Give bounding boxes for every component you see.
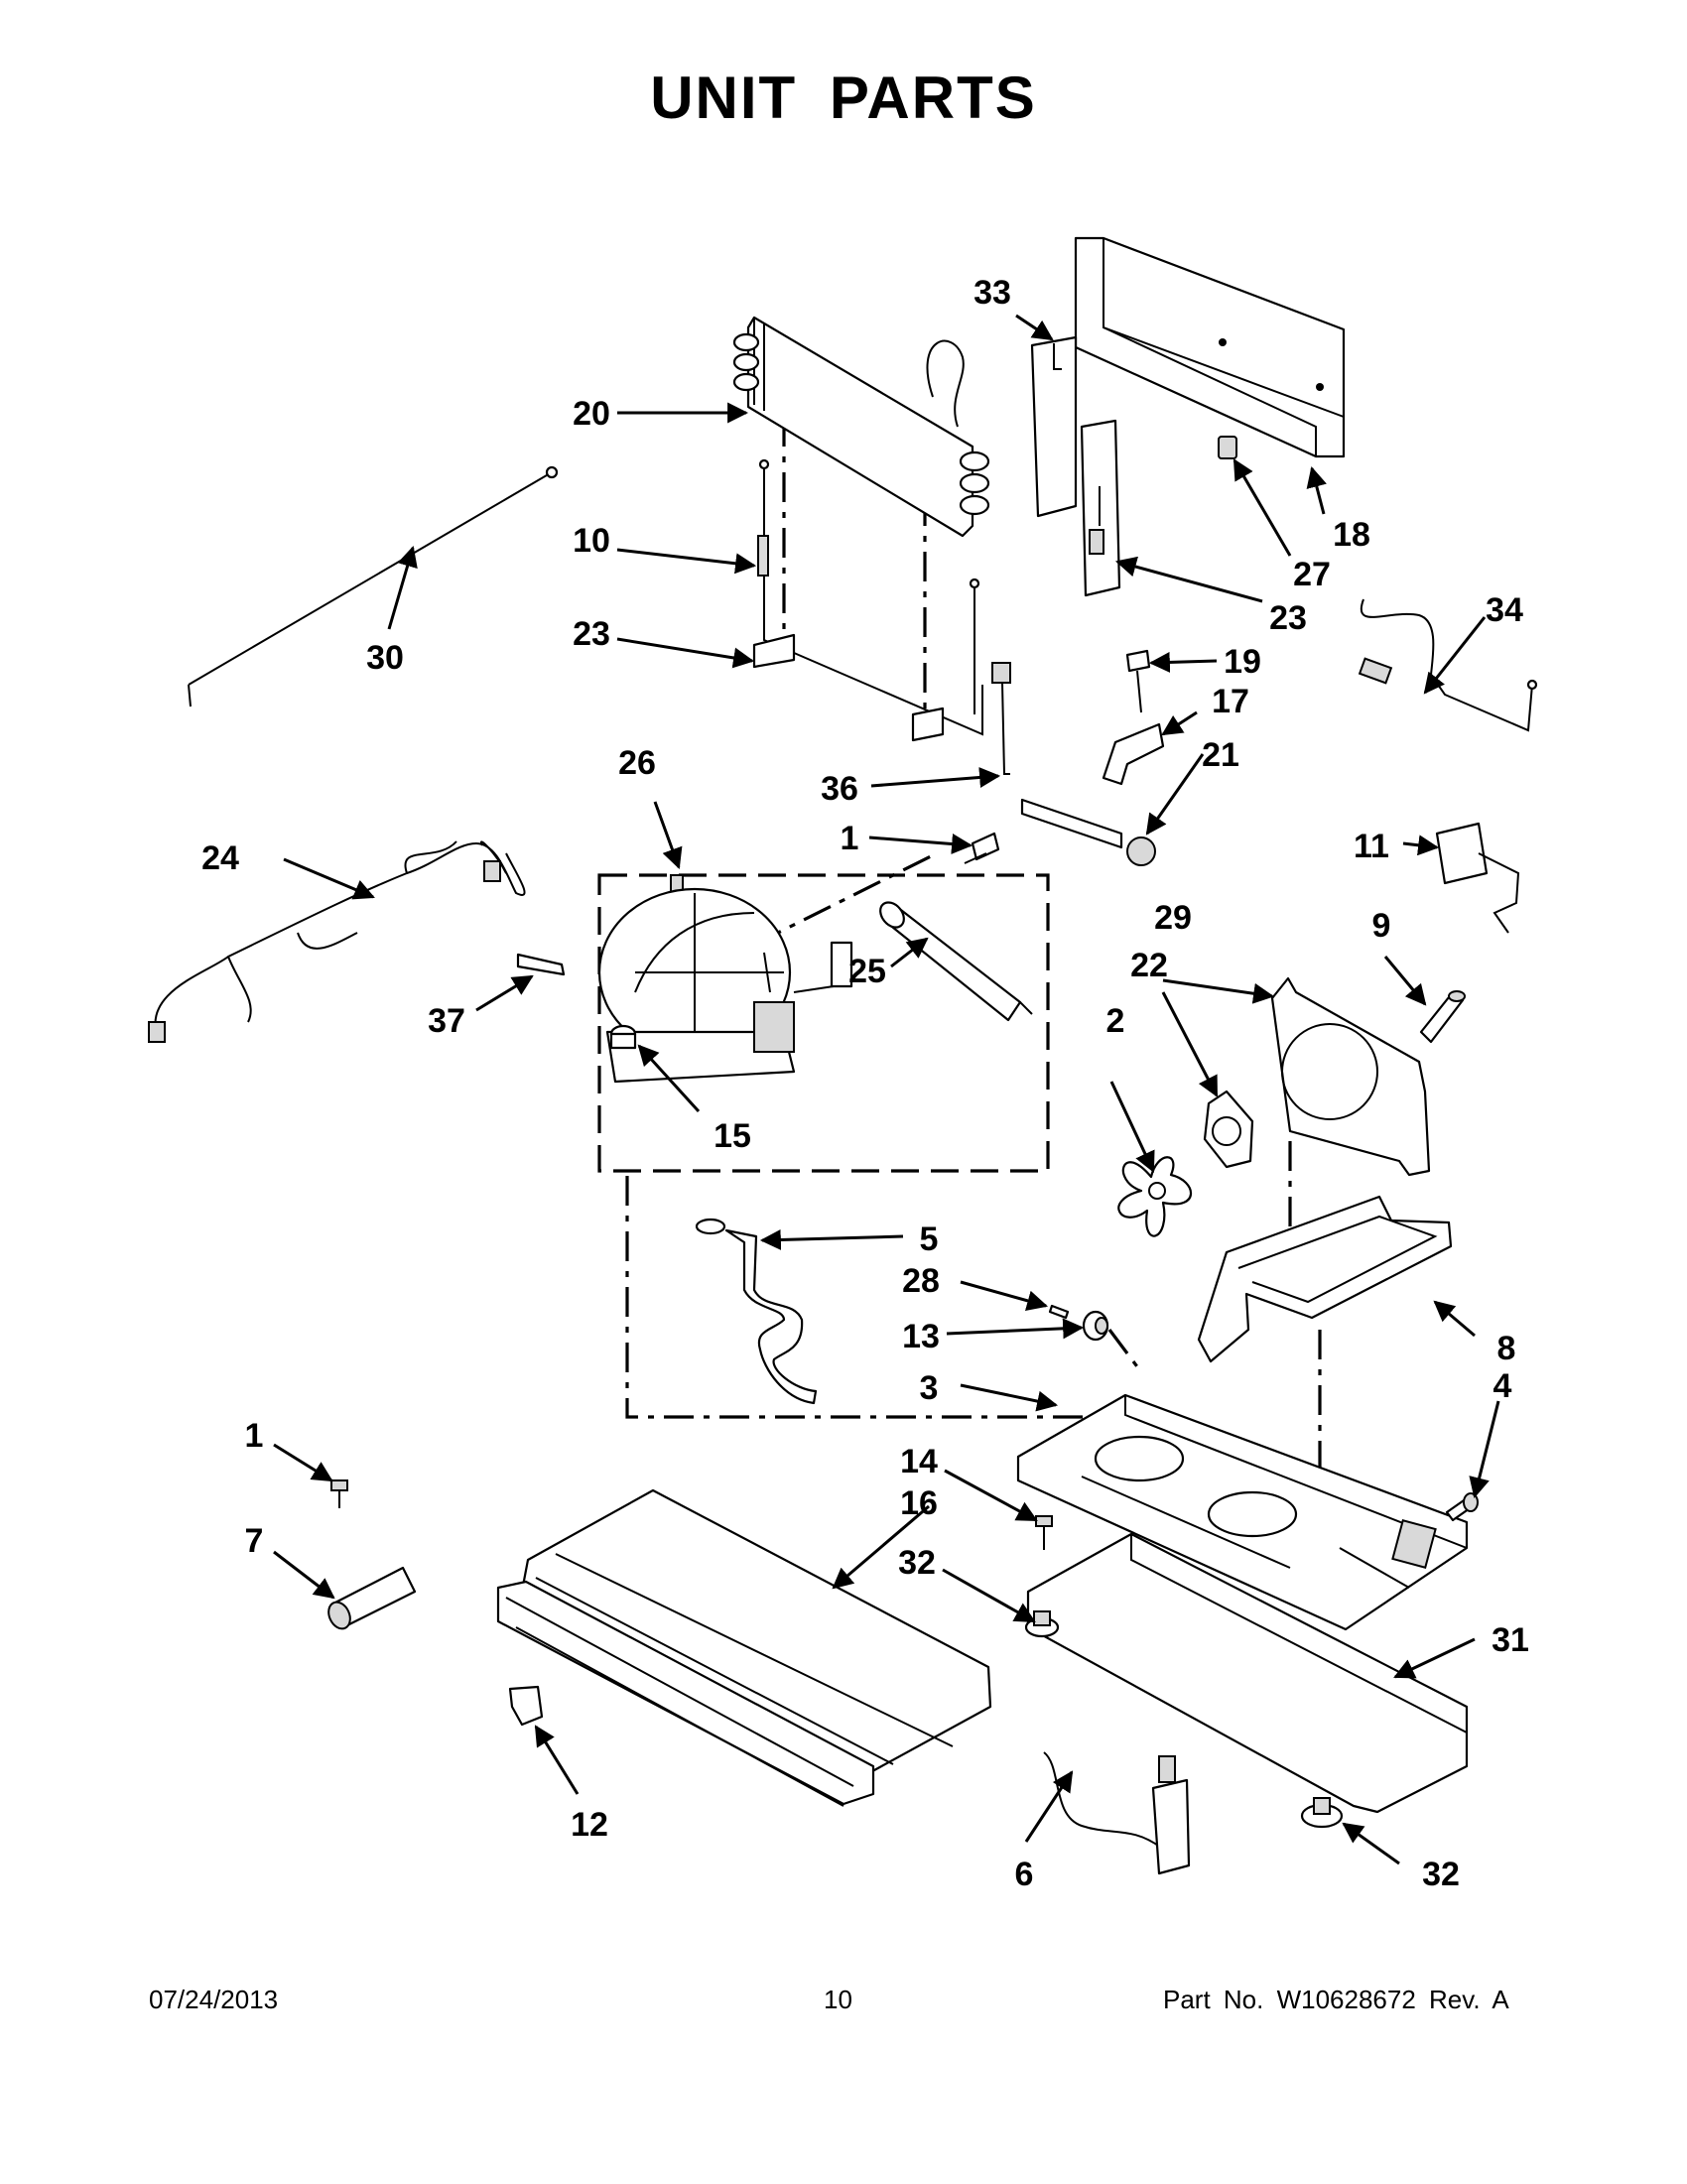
part-clip-12 (508, 1685, 544, 1727)
part-tube-sleeve (327, 1566, 417, 1630)
callout-20: 20 (573, 395, 610, 433)
part-clamp (1102, 722, 1165, 786)
callout-32-bottom: 32 (1422, 1856, 1460, 1893)
part-bracket (1030, 335, 1078, 518)
part-foot-32-top (1024, 1610, 1060, 1638)
part-thermostat-sensor (1043, 1751, 1191, 1875)
callout-34: 34 (1486, 591, 1523, 629)
callout-16: 16 (900, 1484, 938, 1522)
callout-8: 8 (1497, 1330, 1516, 1367)
part-drier (879, 901, 1033, 1022)
part-condenser (732, 316, 990, 538)
callout-13: 13 (902, 1318, 940, 1355)
callout-11: 11 (1354, 828, 1389, 865)
part-fan-motor (1203, 1090, 1254, 1169)
part-evaporator (496, 1488, 992, 1807)
callout-24: 24 (201, 839, 239, 877)
callout-21: 21 (1202, 736, 1239, 774)
part-grommet-13 (1082, 1310, 1109, 1342)
callout-23-left: 23 (573, 615, 610, 653)
callout-4: 4 (1493, 1367, 1512, 1405)
part-compressor (597, 874, 853, 1084)
assembly-dashdot-line-grommet (1107, 1329, 1141, 1370)
callout-labels: 33 20 18 27 23 10 23 30 19 17 21 34 26 3… (201, 274, 1529, 1893)
callout-15: 15 (714, 1117, 751, 1155)
callout-31: 31 (1492, 1621, 1529, 1659)
callout-19: 19 (1224, 643, 1261, 681)
callout-12: 12 (571, 1806, 608, 1844)
callout-28: 28 (902, 1262, 940, 1300)
part-screw-14 (1035, 1515, 1053, 1550)
callout-6: 6 (1015, 1856, 1034, 1893)
callout-5: 5 (920, 1220, 939, 1258)
callout-leaders (273, 314, 1500, 1865)
part-bottom-cover (1026, 1532, 1469, 1814)
part-wire-harness-short (1020, 798, 1156, 866)
callout-18: 18 (1333, 516, 1370, 554)
part-relay (1435, 822, 1520, 934)
callout-1-left: 1 (245, 1417, 264, 1455)
callout-9: 9 (1372, 907, 1391, 945)
callout-23-right: 23 (1269, 599, 1307, 637)
part-screw-top (1125, 649, 1151, 713)
part-cap-tube (1358, 598, 1538, 732)
part-base-plate (1016, 1393, 1469, 1631)
callout-22: 22 (1130, 947, 1168, 984)
part-screw-4 (1445, 1492, 1479, 1522)
callout-10: 10 (573, 522, 610, 560)
callout-7: 7 (245, 1522, 264, 1560)
part-drain-pan (1197, 1195, 1453, 1363)
part-drain-heater (188, 465, 559, 707)
part-screw-9 (1419, 990, 1466, 1044)
part-thermistor (991, 662, 1011, 775)
part-screw-1-top (964, 832, 1000, 864)
part-heater-wire (752, 458, 983, 742)
callout-25: 25 (848, 953, 886, 990)
part-strap (516, 953, 566, 976)
part-mounting-clip (1218, 436, 1237, 459)
compressor-kit-boundary (597, 873, 1050, 1173)
part-wire-harness (148, 840, 526, 1043)
callout-36: 36 (821, 770, 858, 808)
callout-29: 29 (1154, 899, 1192, 937)
footer-date: 07/24/2013 (149, 1985, 279, 2014)
callout-17: 17 (1212, 683, 1249, 720)
part-grommet (609, 1024, 637, 1050)
callout-33: 33 (973, 274, 1011, 312)
part-screw-1-left (330, 1479, 348, 1508)
callout-32-top: 32 (898, 1544, 936, 1582)
part-foot-32-bottom (1300, 1797, 1344, 1829)
part-fan-blade (1117, 1156, 1193, 1237)
assembly-dashdot-line-drier (753, 853, 934, 947)
part-mounting-bracket-right (1080, 419, 1121, 597)
footer-page-number: 10 (824, 1985, 852, 2014)
part-fan-shroud (1270, 976, 1431, 1177)
callout-26: 26 (618, 744, 656, 782)
callout-37: 37 (428, 1002, 465, 1040)
part-drain-tube (695, 1218, 818, 1405)
footer-part-number: Part No. W10628672 Rev. A (1163, 1985, 1509, 2014)
assembly-lines (597, 417, 1322, 1588)
page-title: UNIT PARTS (650, 64, 1037, 131)
callout-14: 14 (900, 1443, 938, 1480)
callout-3: 3 (920, 1369, 939, 1407)
callout-30: 30 (366, 639, 404, 677)
callout-27: 27 (1293, 556, 1331, 593)
callout-1-top: 1 (841, 820, 859, 857)
callout-2: 2 (1106, 1002, 1125, 1040)
part-pin (1048, 1304, 1070, 1320)
assembly-dashdot-line-base (625, 1176, 1139, 1419)
